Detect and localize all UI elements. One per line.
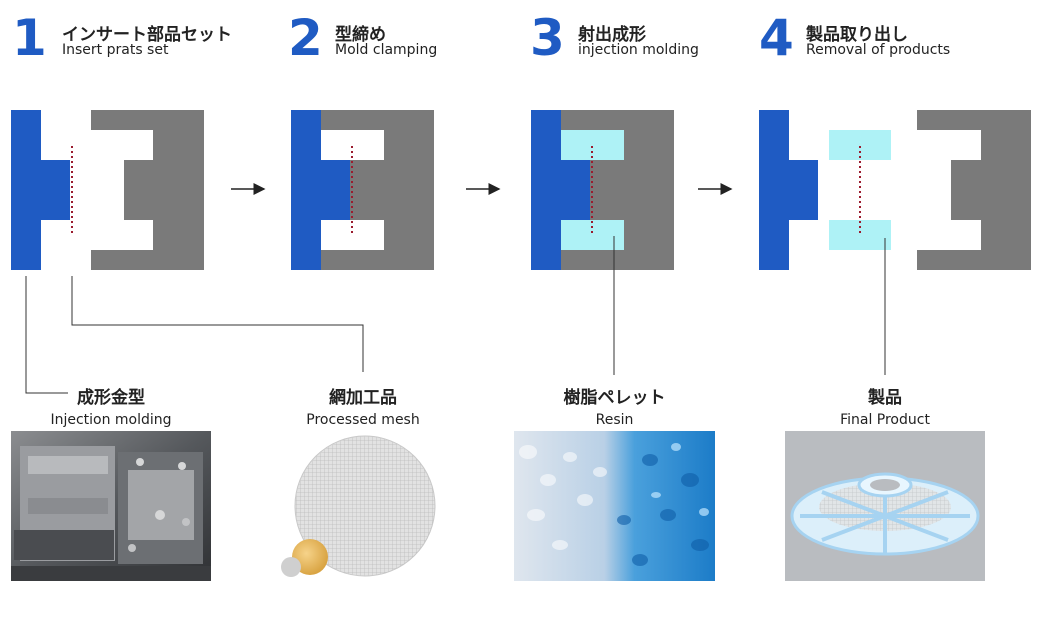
label-processed-mesh: 網加工品 Processed mesh	[263, 383, 463, 428]
step-title-en: Mold clamping	[335, 42, 438, 58]
step-number: 1	[12, 9, 47, 67]
movable-mold-half	[759, 110, 818, 270]
product-flange-bottom	[829, 220, 891, 250]
mesh-photo	[281, 435, 436, 577]
resin-photo	[514, 431, 715, 581]
label-injection-mold: 成形金型 Injection molding	[11, 383, 211, 428]
movable-mold-half	[11, 110, 70, 270]
step2-mold-diagram	[291, 110, 434, 270]
step4-mold-diagram	[759, 110, 1031, 270]
step-number: 2	[288, 9, 323, 67]
step-title-jp: 射出成形	[578, 25, 646, 45]
step-number: 3	[530, 9, 565, 67]
label-jp: 樹脂ペレット	[563, 388, 666, 408]
step1-mold-diagram	[11, 110, 204, 270]
step-title-en: Removal of products	[806, 42, 951, 58]
fixed-mold-half	[321, 110, 434, 270]
label-jp: 製品	[868, 388, 902, 408]
label-en: Final Product	[840, 412, 930, 428]
label-jp: 成形金型	[77, 388, 145, 408]
step-4: 4 製品取り出し Removal of products	[759, 8, 1009, 68]
mold-photo	[11, 431, 211, 581]
resin-fill-top	[561, 130, 624, 160]
step-title-jp: 型締め	[335, 25, 386, 45]
label-en: Processed mesh	[306, 412, 420, 428]
label-final-product: 製品 Final Product	[785, 383, 985, 428]
step-title-jp: 製品取り出し	[806, 25, 908, 45]
step-title-en: Insert prats set	[62, 42, 169, 58]
step-1: 1 インサート部品セット Insert prats set	[12, 8, 272, 68]
label-resin: 樹脂ペレット Resin	[514, 383, 715, 428]
leader-line-mesh	[71, 276, 364, 372]
step-2: 2 型締め Mold clamping	[288, 8, 488, 68]
fixed-mold-half	[917, 110, 1031, 270]
label-jp: 網加工品	[329, 388, 397, 408]
step-3: 3 射出成形 injection molding	[530, 8, 730, 68]
fixed-mold-half	[91, 110, 204, 270]
label-en: Injection molding	[50, 412, 172, 428]
step-title-jp: インサート部品セット	[62, 25, 232, 45]
fixed-mold-half	[561, 110, 674, 270]
step-number: 4	[759, 9, 794, 67]
step-title-en: injection molding	[578, 42, 699, 58]
resin-fill-bottom	[561, 220, 624, 250]
leader-line-mold	[25, 276, 68, 394]
label-en: Resin	[595, 412, 634, 428]
product-photo	[785, 431, 985, 581]
movable-mold-half	[291, 110, 350, 270]
movable-mold-half	[531, 110, 590, 270]
step3-mold-diagram	[531, 110, 674, 270]
product-flange-top	[829, 130, 891, 160]
